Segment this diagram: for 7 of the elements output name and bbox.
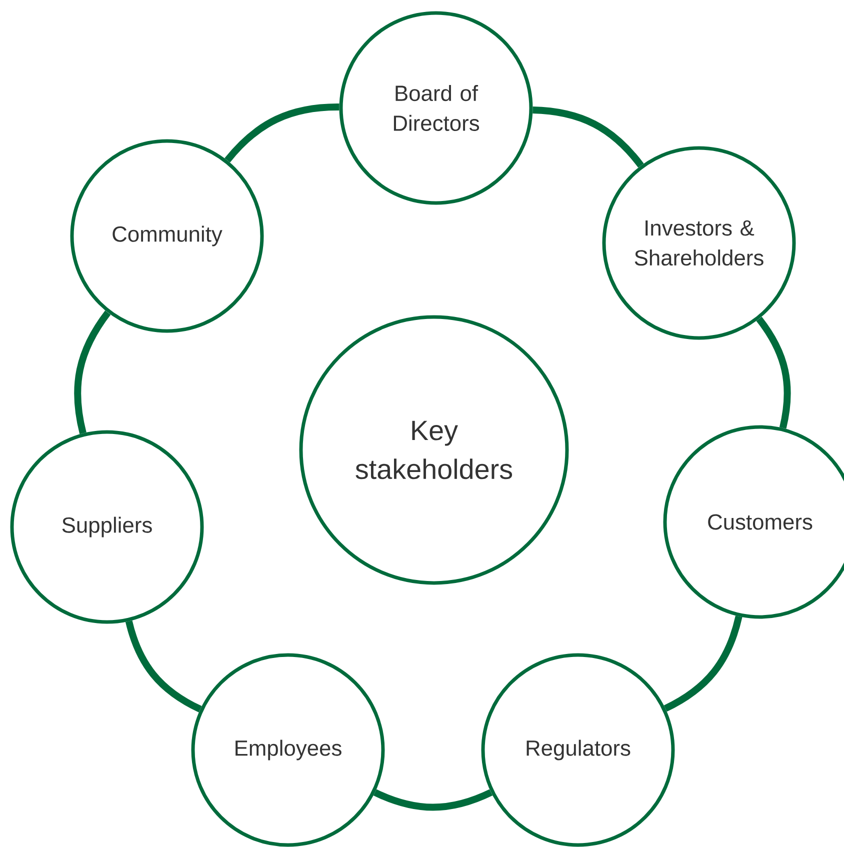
- ring-segment: [374, 789, 492, 811]
- ring-segment: [756, 316, 791, 429]
- ring-segment: [224, 104, 340, 163]
- ring-segment: [125, 620, 202, 712]
- ring-segment: [74, 310, 111, 434]
- ring-segment: [532, 106, 644, 168]
- ring-segment: [664, 616, 742, 712]
